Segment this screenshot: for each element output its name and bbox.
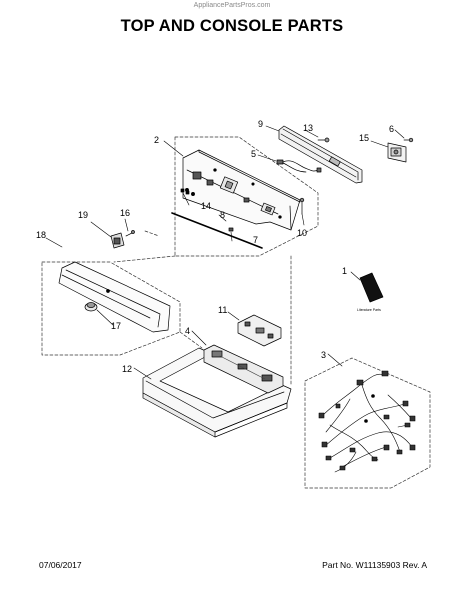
- callout-11: 11: [218, 305, 227, 315]
- callout-16: 16: [120, 208, 130, 218]
- callouts: 1 2 3 4 5 6 7 8 9 10 11 12 13 14 15 16 1…: [36, 119, 394, 374]
- part-13-screw: [317, 137, 330, 143]
- watermark: AppliancePartsPros.com: [193, 2, 271, 9]
- footer-part-number: Part No. W11135903 Rev. A: [322, 560, 427, 570]
- part-15-bracket: [387, 142, 407, 163]
- leader-lines: [45, 125, 405, 380]
- callout-13: 13: [303, 123, 313, 133]
- literature-label: Literature Parts: [357, 308, 381, 312]
- part-1-literature: [359, 272, 384, 303]
- part-7-clip: [228, 227, 234, 232]
- callout-12: 12: [122, 364, 132, 374]
- part-4-bracket: [203, 344, 284, 394]
- callout-1: 1: [342, 266, 347, 276]
- callout-4: 4: [185, 326, 190, 336]
- callout-14: 14: [201, 201, 211, 211]
- callout-5: 5: [251, 149, 256, 159]
- part-19-switch: [110, 232, 125, 249]
- assembly-connectors: [113, 230, 292, 387]
- callout-2: 2: [154, 135, 159, 145]
- part-16-screw: [125, 230, 135, 237]
- harness-box: [304, 357, 431, 489]
- lid-assembly-box: [41, 261, 181, 356]
- callout-8: 8: [220, 210, 225, 220]
- part-5-harness: [276, 159, 322, 173]
- callout-17: 17: [111, 321, 121, 331]
- part-3-harness: [318, 370, 416, 473]
- footer-date: 07/06/2017: [39, 560, 82, 570]
- part-17-knob: [84, 302, 98, 312]
- part-12-top: [142, 347, 292, 438]
- callout-18: 18: [36, 230, 46, 240]
- callout-10: 10: [297, 228, 307, 238]
- part-18-panel: [58, 261, 171, 333]
- page-title: TOP AND CONSOLE PARTS: [120, 17, 344, 35]
- part-14-clips: [180, 188, 190, 195]
- part-8-strip: [171, 212, 263, 249]
- part-9-bezel: [278, 125, 363, 184]
- callout-9: 9: [258, 119, 263, 129]
- callout-15: 15: [359, 133, 369, 143]
- callout-19: 19: [78, 210, 88, 220]
- callout-6: 6: [389, 124, 394, 134]
- callout-3: 3: [321, 350, 326, 360]
- part-11-board: [237, 314, 282, 347]
- part-6-screw: [403, 137, 414, 143]
- callout-7: 7: [253, 235, 258, 245]
- console-body: [182, 149, 301, 231]
- part-10-screw: [299, 197, 305, 215]
